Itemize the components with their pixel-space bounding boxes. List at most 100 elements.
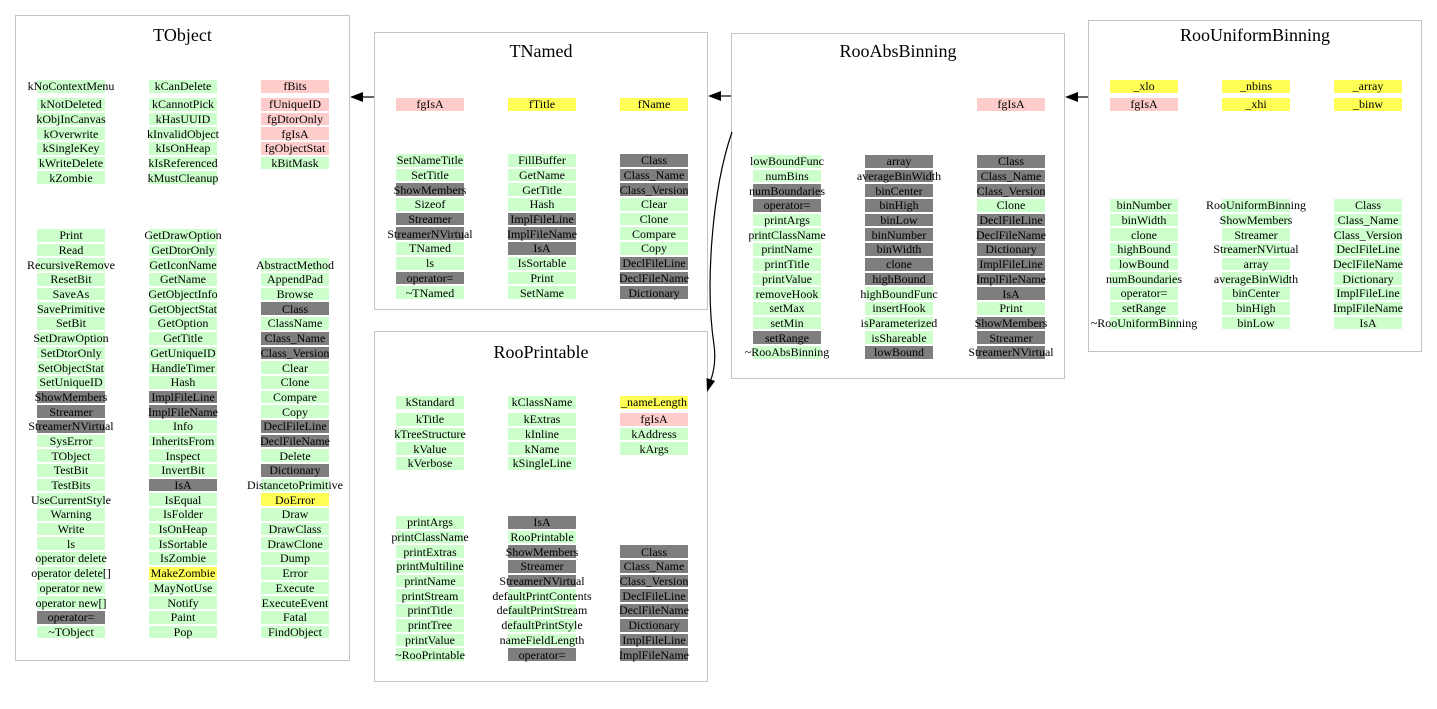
member-cell-tobject[interactable]: ResetBit [37, 272, 105, 287]
member-cell-tobject[interactable]: Class_Version [261, 346, 329, 361]
member-cell-rooabsbinning[interactable]: setMax [753, 301, 821, 316]
member-cell-tobject[interactable]: IsFolder [149, 507, 217, 522]
member-cell-tnamed[interactable]: Hash [508, 197, 576, 212]
member-cell-roouniformbinning[interactable]: _xlo [1110, 79, 1178, 94]
member-cell-rooabsbinning[interactable]: highBoundFunc [860, 286, 938, 301]
member-cell-roouniformbinning[interactable]: Streamer [1222, 227, 1290, 242]
member-cell-rooabsbinning[interactable]: printClassName [748, 227, 826, 242]
member-cell-tobject[interactable]: SaveAs [37, 287, 105, 302]
member-cell-tobject[interactable]: GetIconName [149, 257, 217, 272]
member-cell-rooabsbinning[interactable]: printValue [753, 272, 821, 287]
member-cell-rooabsbinning[interactable]: Dictionary [977, 242, 1045, 257]
member-cell-tnamed[interactable]: ls [396, 256, 464, 271]
member-cell-rooprintable[interactable]: printName [396, 574, 464, 589]
member-cell-tobject[interactable]: DrawClass [261, 522, 329, 537]
member-cell-tobject[interactable]: operator new [37, 581, 105, 596]
member-cell-rooabsbinning[interactable]: Class_Version [977, 183, 1045, 198]
member-cell-tobject[interactable]: AppendPad [261, 272, 329, 287]
member-cell-tobject[interactable]: kInvalidObject [147, 126, 219, 141]
member-cell-tobject[interactable]: Clear [261, 360, 329, 375]
member-cell-rooprintable[interactable]: DeclFileName [619, 603, 689, 618]
member-cell-rooabsbinning[interactable]: binCenter [865, 183, 933, 198]
member-cell-tobject[interactable]: fBits [261, 79, 329, 94]
member-cell-tobject[interactable]: Class_Name [261, 331, 329, 346]
member-cell-tnamed[interactable]: Class [620, 153, 688, 168]
member-cell-tnamed[interactable]: ~TNamed [396, 285, 464, 300]
member-cell-tobject[interactable]: operator= [37, 610, 105, 625]
member-cell-tnamed[interactable]: Class_Name [620, 168, 688, 183]
member-cell-roouniformbinning[interactable]: binWidth [1110, 213, 1178, 228]
class-title-roouniformbinning[interactable]: RooUniformBinning [1179, 25, 1330, 45]
member-cell-tobject[interactable]: Dictionary [261, 463, 329, 478]
member-cell-tobject[interactable]: kIsReferenced [148, 156, 218, 171]
member-cell-roouniformbinning[interactable]: ImplFileLine [1334, 286, 1402, 301]
member-cell-rooabsbinning[interactable]: binWidth [865, 242, 933, 257]
member-cell-rooprintable[interactable]: printExtras [396, 544, 464, 559]
member-cell-rooabsbinning[interactable]: operator= [753, 198, 821, 213]
class-title-tnamed[interactable]: TNamed [509, 41, 573, 61]
member-cell-tobject[interactable]: ~TObject [37, 625, 105, 640]
member-cell-tnamed[interactable]: SetTitle [396, 168, 464, 183]
member-cell-tobject[interactable]: AbstractMethod [256, 257, 334, 272]
member-cell-tobject[interactable]: IsOnHeap [149, 522, 217, 537]
member-cell-tobject[interactable]: GetUniqueID [149, 346, 217, 361]
member-cell-tobject[interactable]: Browse [261, 287, 329, 302]
member-cell-rooabsbinning[interactable]: ~RooAbsBinning [745, 345, 829, 360]
member-cell-tnamed[interactable]: fgIsA [396, 97, 464, 112]
member-cell-tobject[interactable]: HandleTimer [149, 360, 217, 375]
member-cell-tobject[interactable]: IsSortable [149, 536, 217, 551]
member-cell-rooabsbinning[interactable]: DeclFileLine [977, 213, 1045, 228]
member-cell-roouniformbinning[interactable]: setRange [1110, 301, 1178, 316]
member-cell-tobject[interactable]: fUniqueID [261, 97, 329, 112]
member-cell-rooprintable[interactable]: ImplFileName [619, 647, 689, 662]
member-cell-rooprintable[interactable]: printStream [396, 588, 464, 603]
member-cell-tnamed[interactable]: fTitle [508, 97, 576, 112]
member-cell-rooprintable[interactable]: IsA [508, 515, 576, 530]
member-cell-rooprintable[interactable]: ~RooPrintable [395, 647, 465, 662]
member-cell-roouniformbinning[interactable]: _array [1334, 79, 1402, 94]
member-cell-tobject[interactable]: Read [37, 243, 105, 258]
member-cell-rooprintable[interactable]: defaultPrintStyle [501, 618, 583, 633]
member-cell-tobject[interactable]: DistancetoPrimitive [247, 478, 343, 493]
member-cell-rooprintable[interactable]: kAddress [620, 427, 688, 442]
member-cell-tobject[interactable]: FindObject [261, 625, 329, 640]
member-cell-tnamed[interactable]: DeclFileName [619, 271, 689, 286]
member-cell-tobject[interactable]: SetObjectStat [37, 360, 105, 375]
member-cell-tobject[interactable]: IsA [149, 478, 217, 493]
member-cell-rooabsbinning[interactable]: printName [753, 242, 821, 257]
member-cell-rooabsbinning[interactable]: ShowMembers [975, 316, 1047, 331]
member-cell-tobject[interactable]: kHasUUID [149, 112, 217, 127]
member-cell-rooprintable[interactable]: kInline [508, 427, 576, 442]
member-cell-rooabsbinning[interactable]: setRange [753, 330, 821, 345]
member-cell-tobject[interactable]: kNoContextMenu [28, 79, 114, 94]
member-cell-rooabsbinning[interactable]: removeHook [753, 286, 821, 301]
member-cell-rooprintable[interactable]: printTree [396, 618, 464, 633]
member-cell-roouniformbinning[interactable]: Class_Name [1334, 213, 1402, 228]
member-cell-rooprintable[interactable]: kValue [396, 441, 464, 456]
member-cell-tnamed[interactable]: Clear [620, 197, 688, 212]
member-cell-tobject[interactable]: Streamer [37, 404, 105, 419]
member-cell-rooprintable[interactable]: DeclFileLine [620, 588, 688, 603]
member-cell-tobject[interactable]: operator delete [35, 551, 107, 566]
member-cell-tnamed[interactable]: DeclFileLine [620, 256, 688, 271]
member-cell-tobject[interactable]: Pop [149, 625, 217, 640]
member-cell-tobject[interactable]: Warning [37, 507, 105, 522]
class-title-rooabsbinning[interactable]: RooAbsBinning [839, 41, 957, 61]
member-cell-tobject[interactable]: kIsOnHeap [149, 141, 217, 156]
member-cell-tobject[interactable]: DeclFileLine [261, 419, 329, 434]
member-cell-roouniformbinning[interactable]: binLow [1222, 316, 1290, 331]
member-cell-tnamed[interactable]: Sizeof [396, 197, 464, 212]
member-cell-rooprintable[interactable]: nameFieldLength [500, 633, 584, 648]
member-cell-rooprintable[interactable]: ImplFileLine [620, 633, 688, 648]
member-cell-tobject[interactable]: fgObjectStat [261, 141, 329, 156]
member-cell-tnamed[interactable]: Compare [620, 226, 688, 241]
member-cell-tnamed[interactable]: IsSortable [508, 256, 576, 271]
member-cell-rooprintable[interactable]: kTitle [396, 412, 464, 427]
member-cell-tnamed[interactable]: Copy [620, 241, 688, 256]
member-cell-roouniformbinning[interactable]: ImplFileName [1333, 301, 1403, 316]
member-cell-rooprintable[interactable]: kArgs [620, 441, 688, 456]
member-cell-rooprintable[interactable]: defaultPrintContents [492, 588, 592, 603]
member-cell-rooabsbinning[interactable]: array [865, 154, 933, 169]
member-cell-roouniformbinning[interactable]: RooUniformBinning [1206, 198, 1306, 213]
member-cell-rooprintable[interactable]: kClassName [508, 395, 576, 410]
